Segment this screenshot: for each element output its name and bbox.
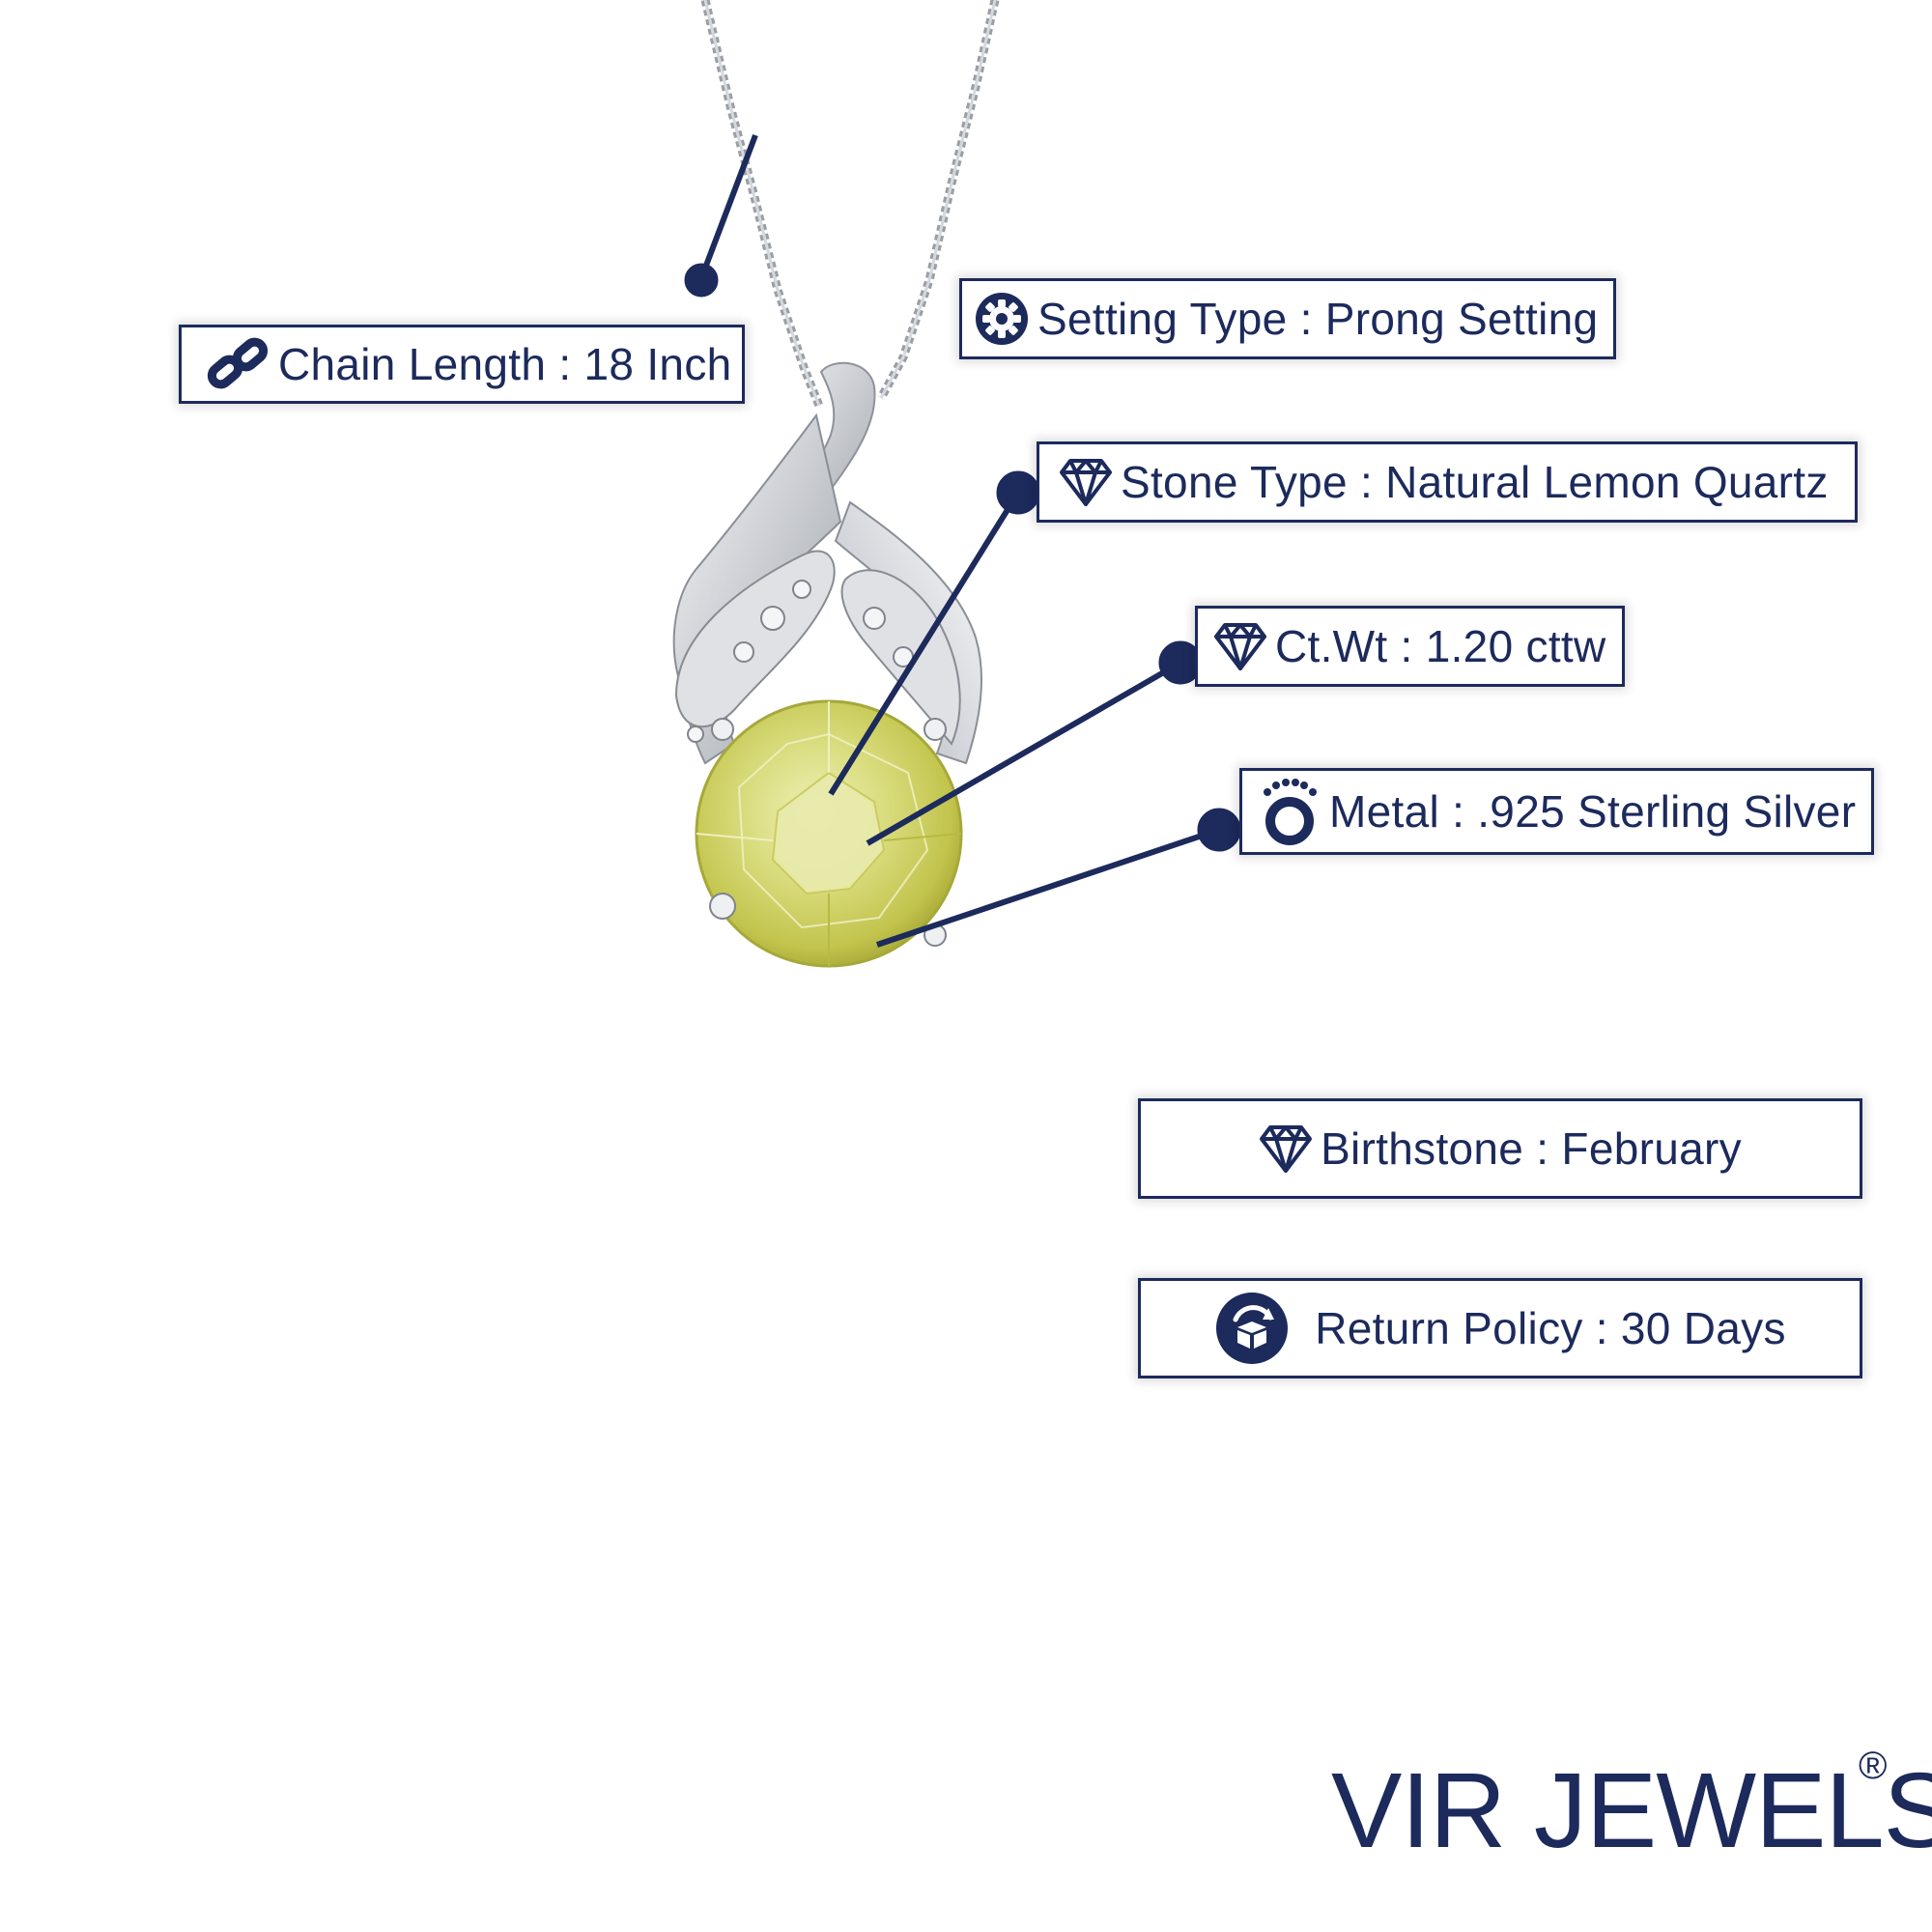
leader-metal-dot [1197,808,1241,852]
spec-birthstone-text: Birthstone : February [1321,1123,1742,1174]
diamond-icon [1213,621,1267,671]
spec-chain-length-text: Chain Length : 18 Inch [278,339,732,389]
pendant-setting [672,361,983,765]
spec-setting-type-text: Setting Type : Prong Setting [1037,294,1599,344]
spec-chain-length: Chain Length : 18 Inch [179,325,745,404]
spec-return-policy: Return Policy : 30 Days [1138,1278,1862,1378]
spec-stone-type-text: Stone Type : Natural Lemon Quartz [1121,457,1829,507]
spec-metal: Metal : .925 Sterling Silver [1239,768,1874,855]
spec-return-policy-text: Return Policy : 30 Days [1315,1303,1786,1353]
chain [700,0,1000,408]
registered-trademark-mark: ® [1859,1745,1888,1787]
leader-metal [876,827,1220,948]
leader-stone [828,491,1021,796]
spec-birthstone: Birthstone : February [1138,1098,1862,1199]
leader-chain [698,133,758,280]
leader-ctwt [866,660,1182,846]
diamond-icon [1259,1123,1313,1174]
gear-icon [974,291,1030,347]
lemon-quartz-gemstone [695,699,963,968]
spec-stone-type: Stone Type : Natural Lemon Quartz [1037,441,1858,523]
spec-metal-text: Metal : .925 Sterling Silver [1329,786,1857,837]
ring-icon [1258,777,1321,846]
spec-carat-weight: Ct.Wt : 1.20 cttw [1195,606,1625,687]
leader-chain-dot [684,263,719,298]
spec-carat-weight-text: Ct.Wt : 1.20 cttw [1275,621,1606,671]
diamond-icon [1059,457,1113,507]
leader-stone-dot [996,470,1040,515]
chain-link-icon [207,334,270,394]
spec-setting-type: Setting Type : Prong Setting [959,278,1616,359]
brand-logo: VIR JEWELS [1331,1751,1932,1870]
return-box-icon [1214,1291,1290,1366]
